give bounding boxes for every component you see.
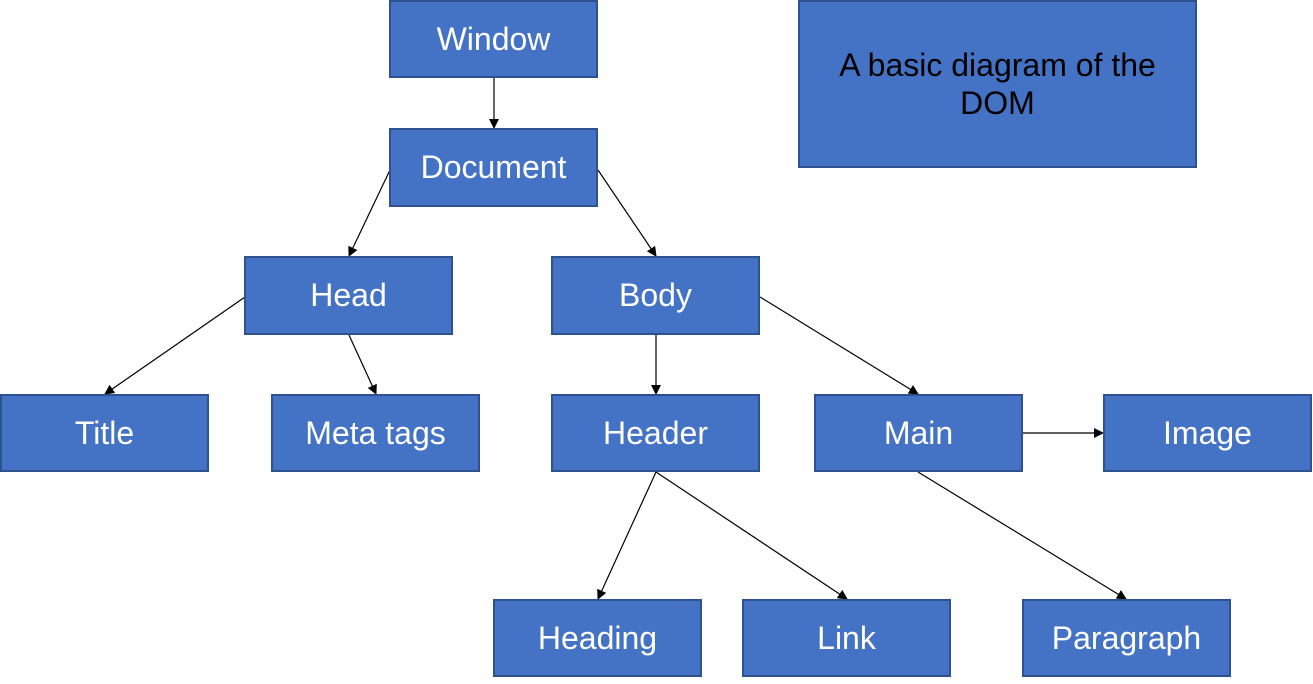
node-paragraph: Paragraph bbox=[1022, 599, 1231, 677]
edge-head-title bbox=[104, 296, 246, 395]
node-head: Head bbox=[244, 256, 453, 335]
node-header-label: Header bbox=[603, 414, 708, 451]
node-link: Link bbox=[742, 599, 951, 677]
edge-header-link bbox=[655, 471, 848, 600]
edge-head-meta-tags bbox=[348, 334, 377, 395]
edge-body-main bbox=[759, 296, 919, 395]
node-image: Image bbox=[1103, 394, 1312, 472]
diagram-caption-text: A basic diagram of the DOM bbox=[839, 46, 1156, 121]
edge-main-paragraph bbox=[917, 471, 1127, 600]
edge-document-head bbox=[348, 169, 391, 257]
node-window-label: Window bbox=[436, 20, 551, 57]
node-window: Window bbox=[389, 0, 598, 78]
node-meta-tags: Meta tags bbox=[271, 394, 480, 472]
edge-header-heading bbox=[597, 471, 657, 600]
node-heading-label: Heading bbox=[537, 619, 658, 656]
node-main: Main bbox=[814, 394, 1023, 472]
node-paragraph-label: Paragraph bbox=[1051, 619, 1202, 656]
node-head-label: Head bbox=[310, 277, 387, 313]
node-main-label: Main bbox=[883, 414, 954, 451]
node-header: Header bbox=[551, 394, 760, 472]
node-heading: Heading bbox=[493, 599, 702, 677]
node-document: Document bbox=[389, 128, 598, 207]
edge-document-body bbox=[597, 169, 657, 257]
node-document-label: Document bbox=[420, 149, 567, 185]
node-title-label: Title bbox=[74, 414, 135, 451]
node-meta-tags-label: Meta tags bbox=[305, 414, 446, 451]
diagram-caption: A basic diagram of the DOM bbox=[798, 0, 1197, 168]
node-body-label: Body bbox=[619, 277, 692, 313]
node-image-label: Image bbox=[1163, 414, 1252, 451]
node-title: Title bbox=[0, 394, 209, 472]
node-link-label: Link bbox=[817, 619, 876, 656]
node-body: Body bbox=[551, 256, 760, 335]
